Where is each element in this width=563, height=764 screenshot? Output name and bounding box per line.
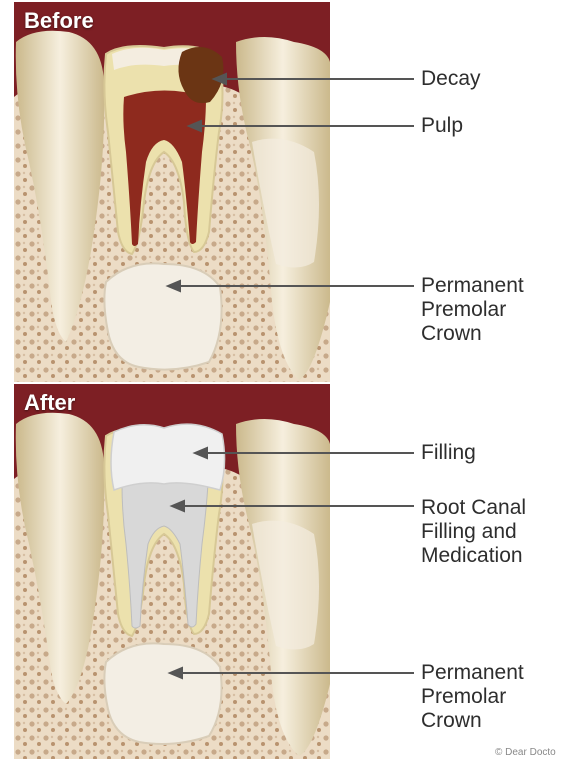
label-crown-after: Permanent Premolar Crown xyxy=(421,661,524,733)
copyright-notice: © Dear Docto xyxy=(495,747,556,758)
label-crown-after-line3: Crown xyxy=(421,709,524,733)
label-crown-before-line2: Premolar xyxy=(421,298,524,322)
before-illustration-panel: Before xyxy=(14,2,330,382)
label-crown-before-line1: Permanent xyxy=(421,274,524,298)
label-crown-before: Permanent Premolar Crown xyxy=(421,274,524,346)
label-root-canal-line2: Filling and xyxy=(421,520,526,544)
label-root-canal: Root Canal Filling and Medication xyxy=(421,496,526,568)
after-illustration-panel: After xyxy=(14,384,330,759)
label-decay: Decay xyxy=(421,67,481,91)
label-pulp: Pulp xyxy=(421,114,463,138)
tooth-filling xyxy=(111,424,225,490)
label-crown-before-line3: Crown xyxy=(421,322,524,346)
after-title: After xyxy=(24,390,75,416)
after-illustration xyxy=(14,384,330,759)
label-filling: Filling xyxy=(421,441,476,465)
label-root-canal-line1: Root Canal xyxy=(421,496,526,520)
before-title: Before xyxy=(24,8,94,34)
label-root-canal-line3: Medication xyxy=(421,544,526,568)
permanent-premolar-crown xyxy=(104,263,221,369)
label-crown-after-line1: Permanent xyxy=(421,661,524,685)
before-illustration xyxy=(14,2,330,382)
permanent-premolar-crown xyxy=(104,643,221,744)
label-crown-after-line2: Premolar xyxy=(421,685,524,709)
